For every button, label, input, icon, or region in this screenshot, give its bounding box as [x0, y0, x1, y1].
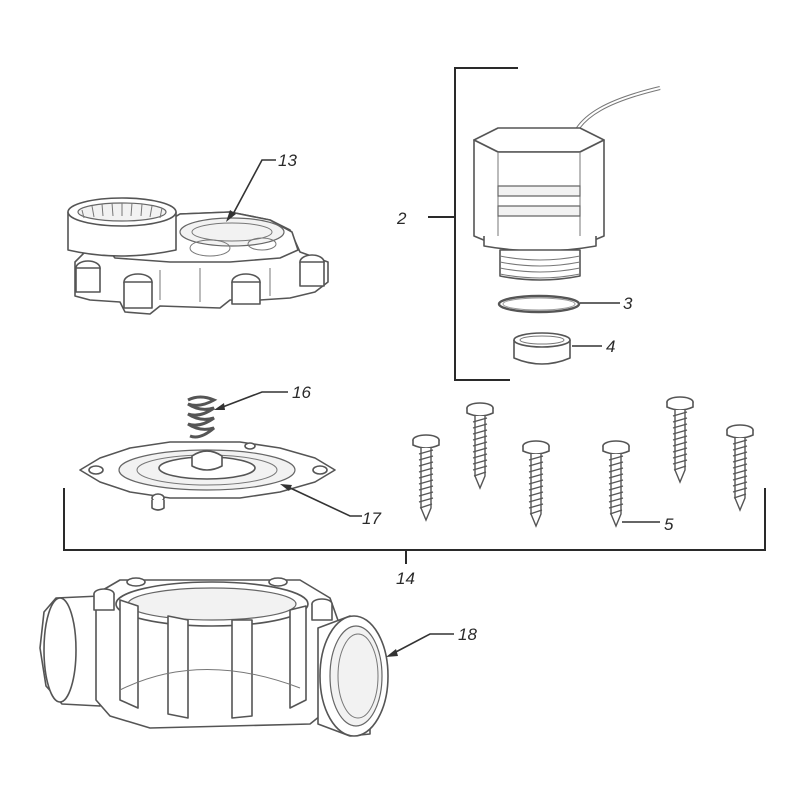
- leader-13: [231, 159, 276, 217]
- part-5-screws: [412, 396, 754, 528]
- screw-1: [412, 434, 440, 522]
- leader-18: [391, 633, 454, 655]
- callout-2: 2: [396, 209, 407, 228]
- leader-13-arrow: [226, 210, 236, 222]
- screw-5: [666, 396, 694, 484]
- leader-16: [219, 391, 288, 409]
- part-18-valve-body: [39, 577, 389, 737]
- callout-17: 17: [362, 509, 381, 528]
- part-17-diaphragm: [79, 441, 336, 511]
- callout-18: 18: [458, 625, 477, 644]
- bracket-14: [63, 488, 766, 551]
- callout-3: 3: [623, 294, 633, 313]
- callout-16: 16: [292, 383, 311, 402]
- screw-3: [522, 440, 550, 528]
- screw-6: [726, 424, 754, 512]
- part-4-bushing: [513, 332, 571, 365]
- bracket-2: [454, 67, 518, 381]
- leader-18-arrow: [386, 649, 398, 657]
- screw-4: [602, 440, 630, 528]
- part-16-spring: [187, 395, 218, 439]
- callout-14: 14: [396, 569, 415, 588]
- part-13-bonnet: [67, 197, 329, 315]
- leader-17-arrow: [280, 484, 292, 491]
- screw-2: [466, 402, 494, 490]
- leader-16-arrow: [214, 403, 225, 410]
- callout-13: 13: [278, 151, 297, 170]
- callout-5: 5: [664, 515, 674, 534]
- leader-17: [285, 485, 362, 517]
- callout-4: 4: [606, 337, 615, 356]
- part-3-o-ring: [497, 294, 581, 314]
- part-2-solenoid: [473, 86, 661, 281]
